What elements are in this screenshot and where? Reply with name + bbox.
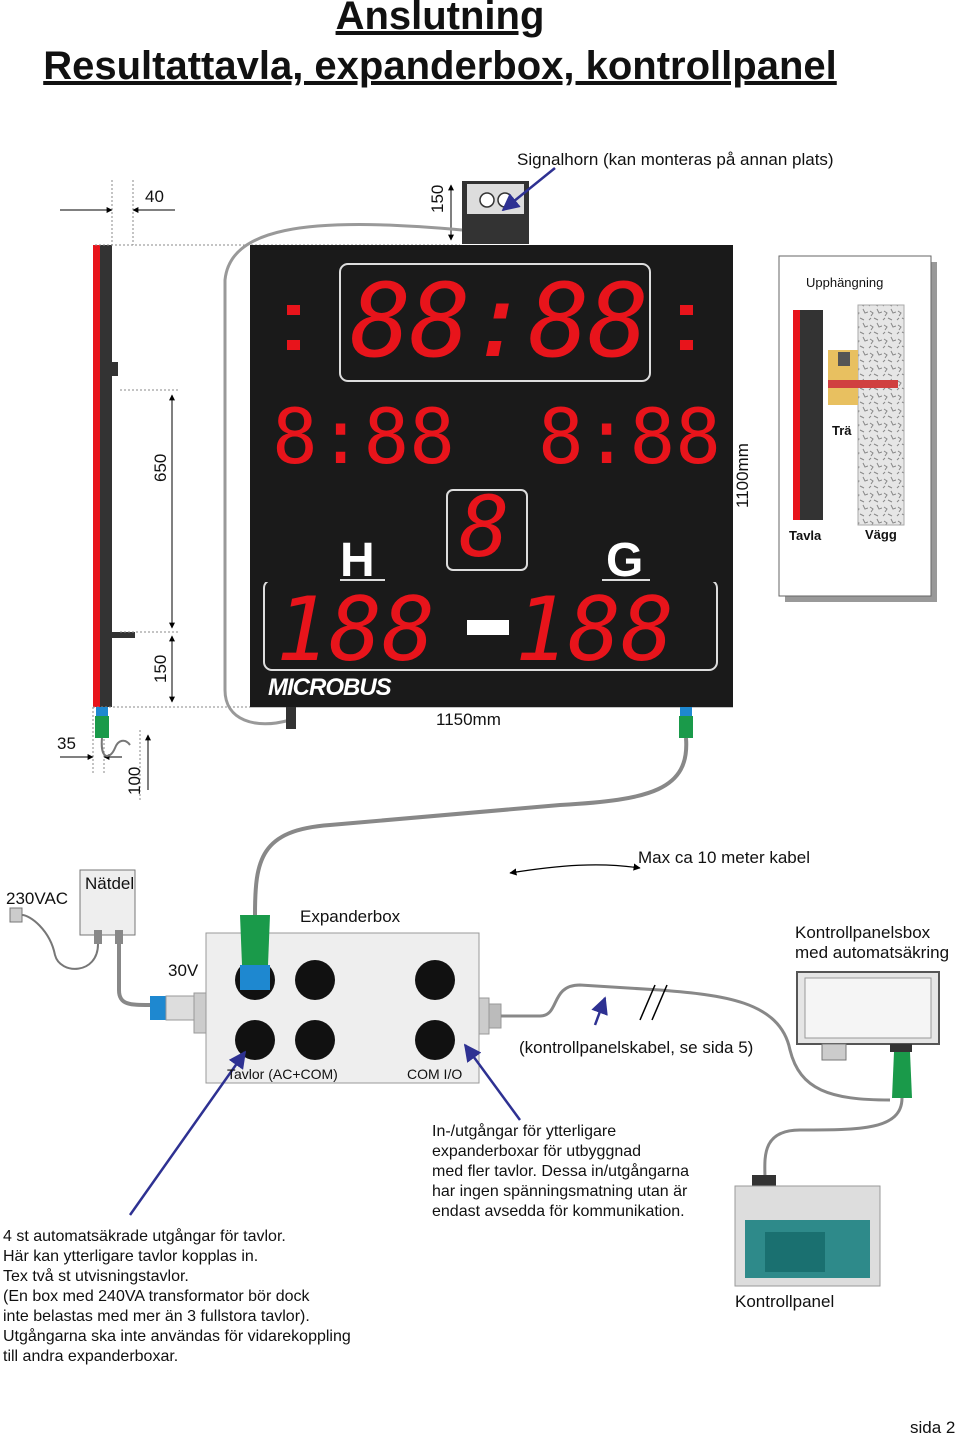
signal-horn [462,181,529,244]
page-number: sida 2 [910,1418,956,1437]
scoreboard [250,245,733,707]
control-panel [734,1175,881,1287]
io-note-line: har ingen spänningsmatning utan är [432,1183,688,1200]
penalty-right-display: 8:88 [538,392,722,481]
dim-40: 40 [145,187,164,206]
max-cable-label: Max ca 10 meter kabel [638,848,810,867]
clock-display: 88:88 [350,262,649,381]
dim-150-bottom: 150 [151,654,170,683]
guest-label: G [606,534,644,587]
io-note-line: med fler tavlor. Dessa in/utgångarna [432,1163,690,1180]
brand-logo: MICROBUS [268,674,392,701]
io-label: COM I/O [407,1066,463,1082]
outputs-note-line: Utgångarna ska inte användas för vidarek… [3,1328,351,1345]
dim-100: 100 [125,766,144,795]
period-display: 8 [459,478,510,576]
dim-height: 1100mm [733,443,752,508]
control-panel-box [796,971,940,1098]
signal-horn-label: Signalhorn (kan monteras på annan plats) [517,150,834,169]
control-cable-label: (kontrollpanelskabel, se sida 5) [519,1038,754,1057]
outputs-note: 4 st automatsäkrade utgångar för tavlor.… [3,1227,351,1367]
io-note: In-/utgångar för ytterligare expanderbox… [432,1122,689,1222]
mains-label: 230VAC [6,889,69,908]
dim-width: 1150mm [436,710,501,729]
io-note-line: endast avsedda för kommunikation. [432,1203,685,1220]
dim-35: 35 [57,734,76,753]
expander-label: Expanderbox [300,907,401,926]
outputs-note-line: 4 st automatsäkrade utgångar för tavlor. [3,1228,286,1245]
mounting-detail [778,255,937,602]
score-left-display: 188 [276,578,435,681]
dim-150-top: 150 [428,184,447,213]
outputs-note-line: inte belastas med mer än 3 fullstora tav… [3,1308,310,1325]
io-note-line: In-/utgångar för ytterligare [432,1123,617,1140]
page-title: Anslutning [335,0,545,38]
page-subtitle: Resultattavla, expanderbox, kontrollpane… [43,44,837,88]
mounting-wood: Trä [832,423,852,438]
control-panel-label: Kontrollpanel [735,1292,835,1311]
control-box-label-1: Kontrollpanelsbox [795,923,931,942]
outputs-note-line: Här kan ytterligare tavlor kopplas in. [3,1248,259,1265]
score-right-display: 188 [515,578,674,681]
outputs-note-line: Tex två st utvisningstavlor. [3,1268,189,1285]
dim-650: 650 [151,453,170,482]
mounting-board: Tavla [789,528,822,543]
outputs-label: Tavlor (AC+COM) [227,1066,338,1082]
low-voltage-label: 30V [168,961,199,980]
mounting-wall: Vägg [865,527,897,542]
expander-box [150,915,502,1084]
control-box-label-2: med automatsäkring [795,943,950,962]
mounting-title: Upphängning [806,275,884,290]
board-side-profile [93,245,135,707]
home-label: H [340,534,375,587]
outputs-note-line: till andra expanderboxar. [3,1348,179,1365]
outputs-note-line: (En box med 240VA transformator bör dock [3,1288,310,1305]
psu-label: Nätdel [85,874,135,893]
penalty-left-display: 8:88 [272,392,456,481]
power-supply [9,869,151,1007]
io-note-line: expanderboxar för utbyggnad [432,1143,642,1160]
